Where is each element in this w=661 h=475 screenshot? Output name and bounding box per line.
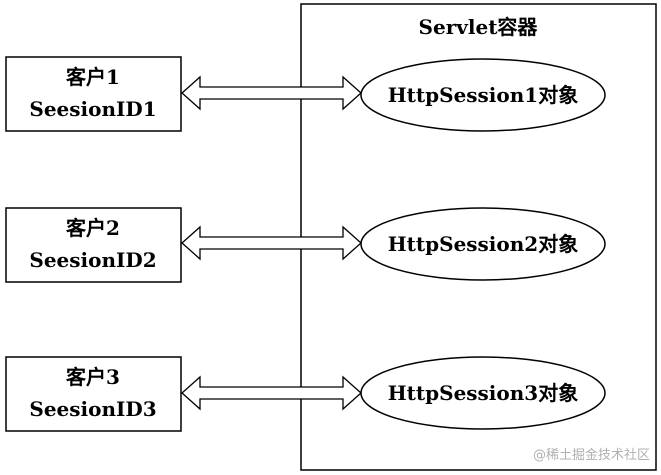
client-name-1: 客户1 bbox=[65, 65, 120, 89]
session-ellipse-2 bbox=[360, 207, 606, 281]
client-box-3 bbox=[5, 356, 182, 432]
client-session-id-1: SeesionID1 bbox=[29, 97, 156, 121]
session-ellipse-1 bbox=[360, 58, 606, 132]
session-ellipse-3 bbox=[360, 356, 606, 430]
client-box-2 bbox=[5, 207, 182, 283]
watermark-text: @稀土掘金技术社区 bbox=[533, 447, 650, 463]
client-session-id-2: SeesionID2 bbox=[29, 248, 156, 272]
session-label-2: HttpSession2对象 bbox=[388, 232, 578, 256]
client-session-id-3: SeesionID3 bbox=[29, 397, 156, 421]
double-arrow-1 bbox=[181, 75, 362, 111]
client-box-1 bbox=[5, 56, 182, 132]
double-arrow-3 bbox=[181, 375, 362, 411]
servlet-container-title: Servlet容器 bbox=[419, 15, 539, 39]
double-arrow-2 bbox=[181, 225, 362, 261]
session-label-1: HttpSession1对象 bbox=[388, 83, 578, 107]
client-name-3: 客户3 bbox=[65, 365, 120, 389]
session-label-3: HttpSession3对象 bbox=[388, 381, 578, 405]
client-name-2: 客户2 bbox=[65, 216, 120, 240]
